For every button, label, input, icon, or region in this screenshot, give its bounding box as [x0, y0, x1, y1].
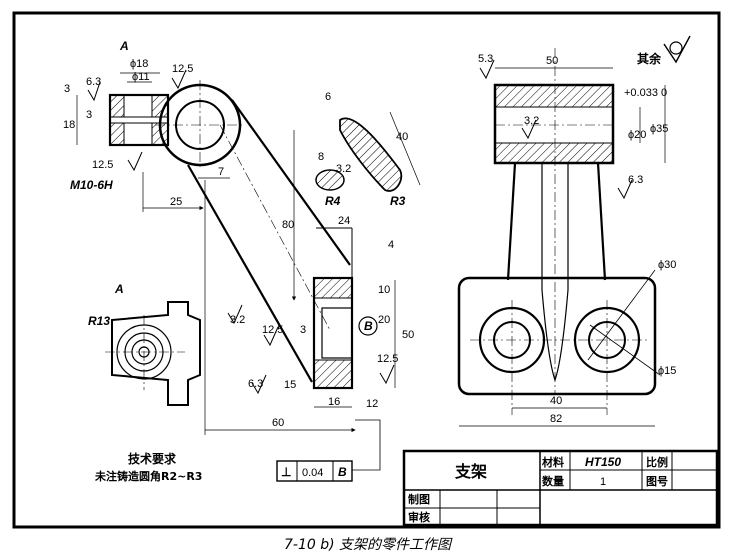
dim-r63: 6.3: [86, 76, 101, 88]
dim-r4: R4: [325, 194, 341, 208]
dim-n3c: 3: [300, 324, 306, 336]
part-name: 支架: [454, 462, 487, 481]
tech-title: 技术要求: [128, 451, 177, 466]
dim-tol: +0.033 0: [624, 87, 667, 99]
dim-d18: ϕ18: [130, 58, 148, 70]
tolerance-symbol: ⊥: [281, 465, 291, 479]
dim-r125c: 12.5: [262, 324, 283, 336]
dim-n80: 80: [282, 219, 294, 231]
checked-label: 审核: [408, 510, 430, 524]
dim-d30: ϕ30: [658, 259, 676, 271]
dim-n18: 18: [63, 119, 75, 131]
dim-r63b: 6.3: [248, 378, 263, 390]
tech-text: 未注铸造圆角R2~R3: [94, 469, 202, 483]
dim-t53: 5.3: [478, 53, 493, 65]
dim-n10: 10: [378, 284, 390, 296]
dim-t50: 50: [546, 55, 558, 67]
tolerance-value: 0.04: [302, 467, 323, 479]
main-view: [76, 69, 421, 471]
dim-n16: 16: [328, 396, 340, 408]
qty-label: 数量: [542, 474, 564, 488]
material-label: 材料: [542, 455, 564, 469]
dim-t82: 82: [550, 413, 562, 425]
view-label-a: A: [119, 39, 129, 53]
dim-r125a: 12.5: [172, 63, 193, 75]
dim-r125b: 12.5: [92, 159, 113, 171]
dim-n3: 3: [64, 83, 70, 95]
dim-n25: 25: [170, 196, 182, 208]
dim-n7: 7: [218, 166, 224, 178]
tolerance-datum: B: [338, 465, 347, 479]
surface-note: 其余: [637, 51, 662, 66]
dim-r32b: 3.2: [336, 163, 351, 175]
title-block-lines: [276, 316, 719, 527]
dim-n40: 40: [396, 131, 408, 143]
dim-t32: 3.2: [524, 115, 539, 127]
datum-b: B: [364, 319, 373, 333]
dim-r13: R13: [88, 314, 110, 328]
dim-t40: 40: [550, 395, 562, 407]
dim-n12: 12: [366, 398, 378, 410]
dim-d20: ϕ20: [628, 129, 646, 141]
dim-n3b: 3: [86, 109, 92, 121]
dim-n20: 20: [378, 314, 390, 326]
view-label-a2: A: [114, 282, 124, 296]
dim-n4: 4: [388, 239, 394, 251]
dim-r3: R3: [390, 194, 406, 208]
dim-n6: 6: [325, 91, 331, 103]
dim-n15: 15: [284, 379, 296, 391]
dim-d35: ϕ35: [650, 123, 668, 135]
figure-caption: 7-10 b) 支架的零件工作图: [283, 537, 452, 553]
dim-d15: ϕ15: [658, 365, 676, 377]
side-view: [457, 35, 691, 427]
dim-r125d: 12.5: [377, 353, 398, 365]
drawn-label: 制图: [408, 492, 430, 506]
qty-value: 1: [600, 476, 606, 488]
dim-r32: 3.2: [230, 314, 245, 326]
sheet-border: [12, 11, 721, 529]
drawing-no-label: 图号: [646, 475, 668, 488]
dim-n8: 8: [318, 151, 324, 163]
dim-n50: 50: [402, 329, 414, 341]
dim-d11: ϕ11: [132, 71, 150, 83]
dim-n24: 24: [338, 215, 350, 227]
material-value: HT150: [585, 455, 621, 469]
scale-label: 比例: [646, 455, 668, 469]
dim-n60: 60: [272, 417, 284, 429]
dim-t63: 6.3: [628, 174, 643, 186]
dim-m10: M10-6H: [70, 178, 113, 192]
